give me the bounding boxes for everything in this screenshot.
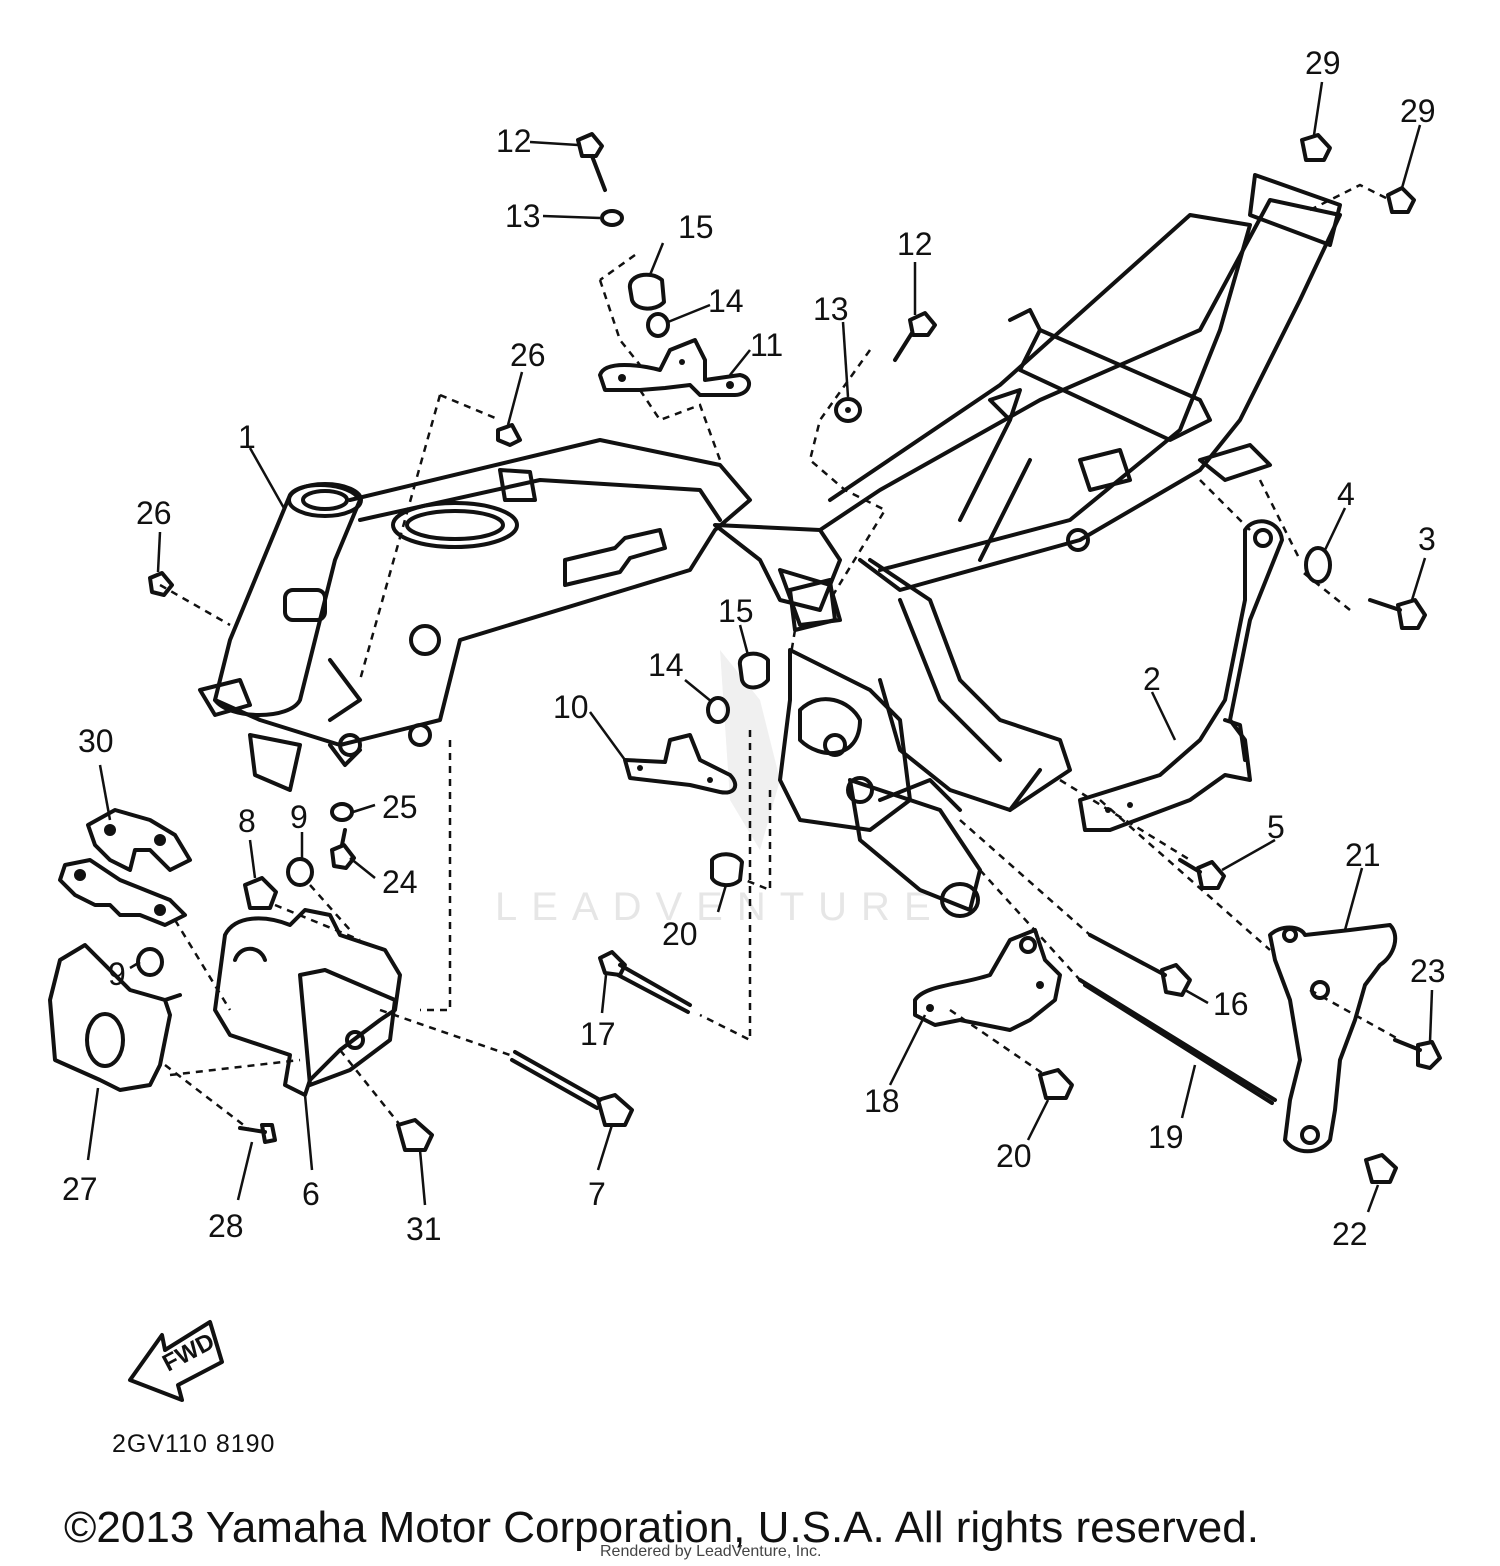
- callout-14-upper: 14: [708, 283, 744, 319]
- callout-4: 4: [1337, 476, 1355, 512]
- callout-14-mid: 14: [648, 647, 684, 683]
- callout-12-upper: 12: [496, 123, 532, 159]
- callout-11: 11: [750, 327, 783, 363]
- main-frame: [198, 173, 1342, 918]
- callout-2: 2: [1143, 661, 1161, 697]
- callout-29-right: 29: [1400, 93, 1436, 129]
- callout-16: 16: [1213, 986, 1249, 1022]
- callout-12-right: 12: [897, 226, 933, 262]
- diagram-code: 2GV110 8190: [112, 1430, 275, 1458]
- callout-23: 23: [1410, 953, 1446, 989]
- callout-25: 25: [382, 789, 418, 825]
- callout-9-upper: 9: [290, 799, 308, 835]
- callout-19: 19: [1148, 1119, 1184, 1155]
- callout-26-upper: 26: [510, 337, 546, 373]
- callout-3: 3: [1418, 521, 1436, 557]
- callout-labels: 1 2 3 4 5 6 7 8 9 9 10 11 12 12 13 13 14…: [62, 45, 1446, 1252]
- callout-27: 27: [62, 1171, 98, 1207]
- watermark-text: LEADVENTURE: [495, 885, 945, 929]
- callout-7: 7: [588, 1176, 606, 1212]
- rendered-by-text: Rendered by LeadVenture, Inc.: [600, 1543, 822, 1560]
- callout-22: 22: [1332, 1216, 1368, 1252]
- copyright-text: ©2013 Yamaha Motor Corporation, U.S.A. A…: [64, 1503, 1259, 1552]
- callout-17: 17: [580, 1016, 616, 1052]
- callout-30: 30: [78, 723, 114, 759]
- callout-15-mid: 15: [718, 593, 754, 629]
- callout-20-right: 20: [996, 1138, 1032, 1174]
- callout-6: 6: [302, 1176, 320, 1212]
- forward-arrow-icon: FWD: [128, 1320, 224, 1402]
- callout-31: 31: [406, 1211, 442, 1247]
- callout-18: 18: [864, 1083, 900, 1119]
- rear-bracket: [1078, 519, 1284, 832]
- leader-lines: [86, 81, 1434, 1213]
- callout-21: 21: [1345, 837, 1381, 873]
- callout-8: 8: [238, 803, 256, 839]
- callout-13-right: 13: [813, 291, 849, 327]
- callout-10: 10: [553, 689, 589, 725]
- callout-15-upper: 15: [678, 209, 714, 245]
- callout-20-center: 20: [662, 916, 698, 952]
- right-plates: [913, 923, 1398, 1154]
- top-bracket: [598, 338, 751, 397]
- callout-24: 24: [382, 864, 418, 900]
- fasteners: [136, 132, 1442, 1184]
- callout-1: 1: [238, 419, 256, 455]
- callout-29-upper: 29: [1305, 45, 1341, 81]
- callout-28: 28: [208, 1208, 244, 1244]
- left-plates: [48, 808, 402, 1097]
- callout-5: 5: [1267, 809, 1285, 845]
- callout-9-lower: 9: [108, 956, 126, 992]
- watermark-logo: LEADVENTURE: [495, 650, 945, 929]
- callout-13-upper: 13: [505, 198, 541, 234]
- callout-26-left: 26: [136, 495, 172, 531]
- lower-bracket: [623, 733, 738, 795]
